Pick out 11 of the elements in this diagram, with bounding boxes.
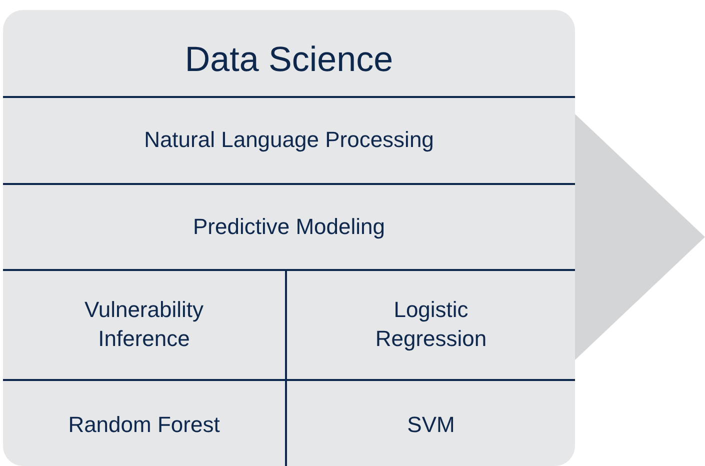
panel-title: Data Science	[184, 39, 394, 81]
category-cell	[3, 379, 287, 466]
chevron-shape	[575, 114, 705, 360]
cell-label: Logistic Regression	[374, 296, 488, 353]
cell-label: Random Forest	[68, 410, 220, 439]
cell-label: SVM	[407, 410, 455, 439]
category-cell	[3, 269, 287, 379]
category-panel	[3, 10, 575, 466]
cell-label: Vulnerability Inference	[83, 296, 205, 353]
cell-label: Natural Language Processing	[144, 126, 434, 154]
cell-label: Predictive Modeling	[193, 212, 385, 241]
